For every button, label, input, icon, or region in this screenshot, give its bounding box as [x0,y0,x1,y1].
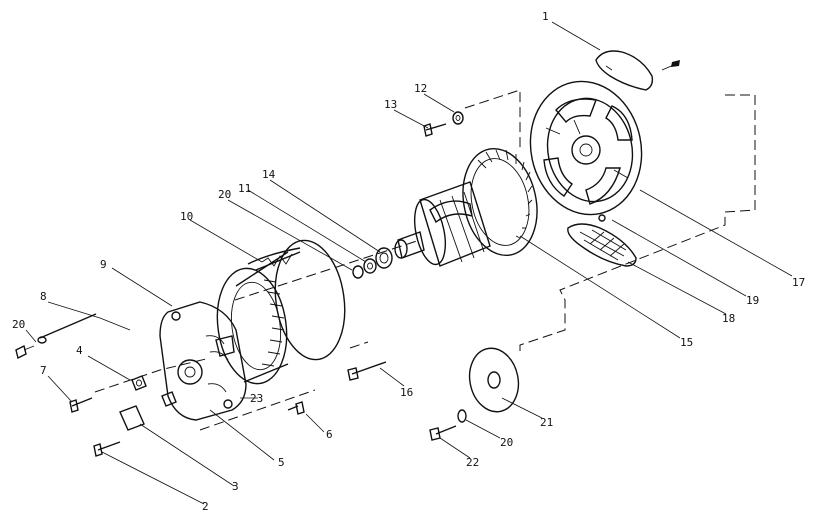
callout-20-left: 20 [12,318,25,331]
part-screw-7 [69,397,93,413]
callout-10: 10 [180,210,193,223]
callout-20-lower: 20 [500,436,513,449]
callout-23: 23 [250,392,263,405]
callout-7: 7 [40,364,47,377]
callout-16: 16 [400,386,413,399]
callout-1: 1 [542,10,549,23]
callout-18: 18 [722,312,735,325]
callout-14: 14 [262,168,276,181]
callout-12: 12 [414,82,427,95]
part-washer-20-lower [457,409,467,423]
part-square-plate-3 [119,405,145,431]
callout-9: 9 [100,258,107,271]
part-screw-19 [598,214,606,222]
part-long-bolt-8 [37,313,97,344]
part-rotor-armature [394,147,538,267]
part-bearing-14 [375,247,393,269]
part-through-bolt-16 [347,361,387,381]
callout-3: 3 [232,480,239,493]
callout-19: 19 [746,294,759,307]
part-screw-2 [93,441,121,457]
part-nut-4 [131,375,147,391]
callout-8: 8 [40,290,47,303]
callout-17: 17 [792,276,805,289]
part-washer-12 [452,111,464,125]
part-end-bell-housing [529,80,643,216]
part-disc-21 [468,347,520,413]
callout-20-upper: 20 [218,188,231,201]
leader-lines [25,21,793,505]
part-front-end-plate-9 [159,301,247,421]
part-cover-plate [595,50,680,91]
part-screw-6 [287,401,305,415]
callout-15: 15 [680,336,693,349]
part-nut-23 [161,391,177,407]
part-bolt-22 [429,425,457,441]
callout-5: 5 [278,456,285,469]
callout-2: 2 [202,500,209,513]
part-stator-10 [216,239,346,385]
part-screw-13 [423,123,447,137]
callout-21: 21 [540,416,553,429]
callout-22: 22 [466,456,479,469]
part-washer-20-upper [352,265,364,279]
callout-4: 4 [76,344,83,357]
callout-labels: 1 2 3 4 5 6 7 8 9 10 11 12 13 14 15 16 1… [12,10,805,513]
part-filter-screen-18 [567,223,637,267]
assembly-center-lines [94,89,756,431]
callout-6: 6 [326,428,333,441]
callout-11: 11 [238,182,251,195]
part-bolt-20-left [15,344,35,360]
callout-13: 13 [384,98,397,111]
part-washer-11 [363,258,377,274]
